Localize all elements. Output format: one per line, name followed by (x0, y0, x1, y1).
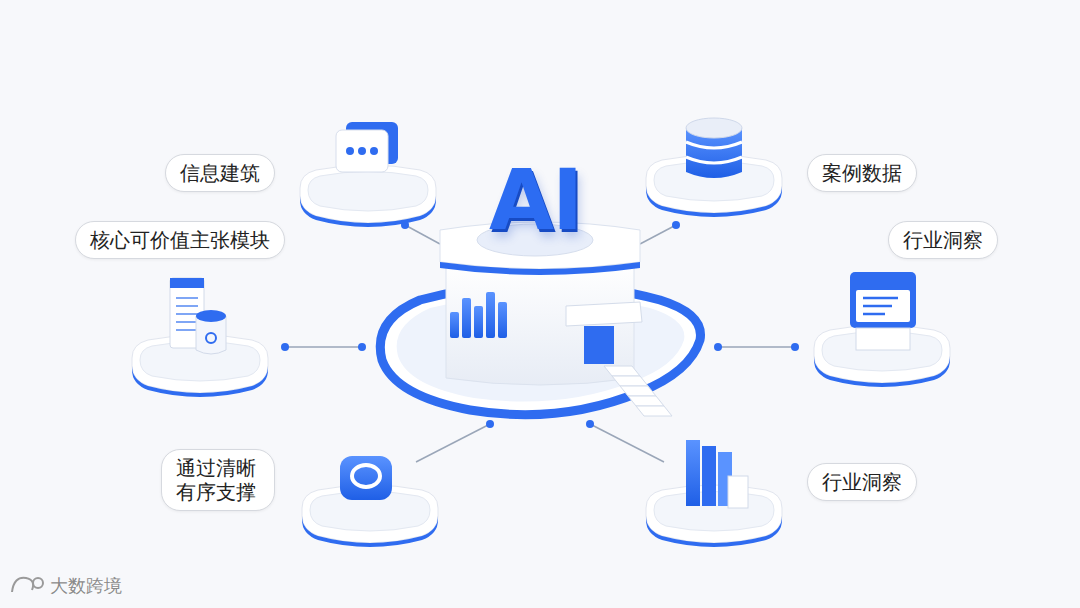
label-pill: 通过清晰 有序支撑 (161, 449, 275, 511)
watermark: 大数跨境 (50, 575, 122, 597)
ai-letters: AI (489, 151, 581, 249)
label-text: 案例数据 (822, 161, 902, 185)
label-pill: 行业洞察 (888, 221, 998, 259)
ai-title-node: AI (485, 158, 585, 242)
label-text: 通过清晰 有序支撑 (176, 456, 260, 504)
books-icon (686, 440, 748, 508)
document-storage-icon (170, 278, 226, 354)
label-text: 行业洞察 (903, 228, 983, 252)
label-text: 行业洞察 (822, 470, 902, 494)
ring-chat-icon (340, 456, 392, 500)
watermark-logo (12, 578, 43, 592)
label-pill: 行业洞察 (807, 463, 917, 501)
label-pill: 案例数据 (807, 154, 917, 192)
label-pill: 信息建筑 (165, 154, 275, 192)
label-pill: 核心可价值主张模块 (75, 221, 285, 259)
database-icon (686, 118, 742, 178)
label-text: 核心可价值主张模块 (90, 228, 270, 252)
chat-window-icon (336, 122, 398, 172)
ai-building (440, 222, 672, 416)
label-text: 信息建筑 (180, 161, 260, 185)
leader-dots (281, 221, 799, 428)
monitor-icon (850, 272, 916, 350)
